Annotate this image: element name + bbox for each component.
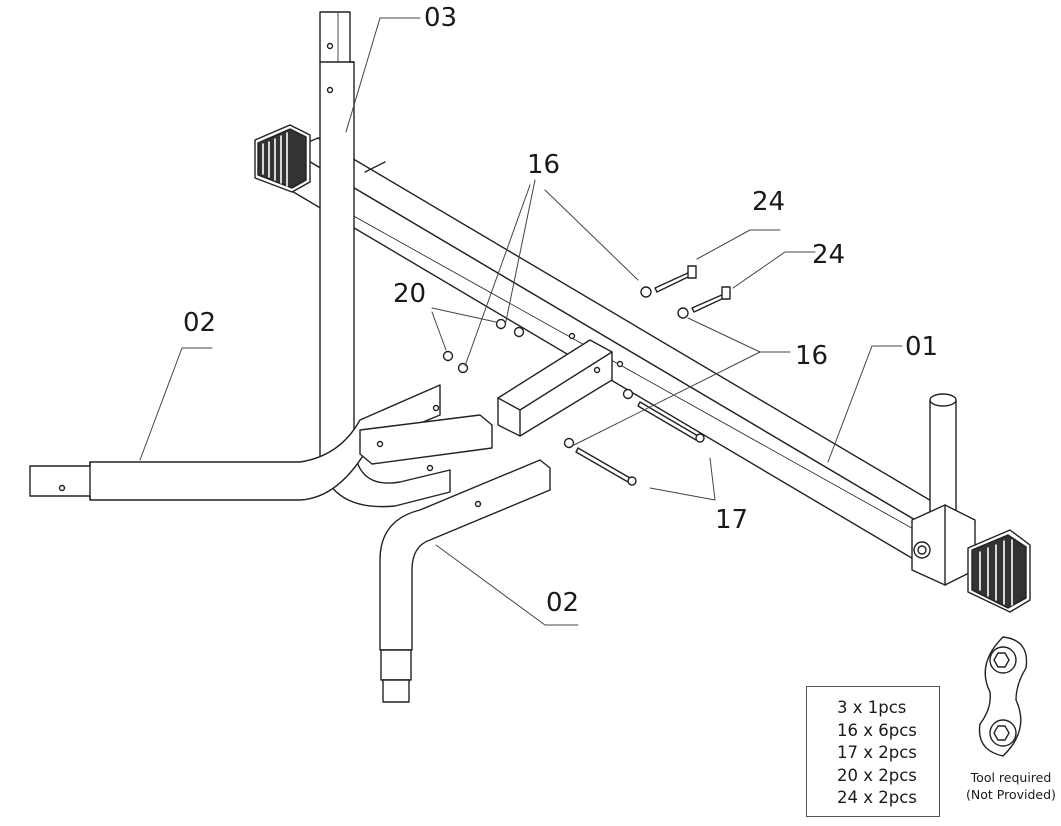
label-part-24-lower: 24	[812, 240, 845, 270]
leader-03	[345, 17, 421, 133]
bolt-17-upper	[622, 388, 705, 443]
leader-16-top-c	[544, 189, 639, 281]
rear-foot-cap	[254, 124, 311, 193]
bolt-24-lower	[677, 286, 731, 319]
label-part-02-left: 02	[183, 308, 216, 338]
leader-16-right-a	[687, 317, 791, 353]
front-post	[911, 393, 976, 586]
bolt-24-upper	[640, 265, 697, 298]
label-part-01: 01	[905, 332, 938, 362]
parts-list-row: 16 x 6pcs	[837, 720, 917, 740]
center-bracket-block	[497, 332, 624, 437]
tool-caption: Tool required (Not Provided)	[956, 769, 1061, 803]
leader-17-b	[649, 487, 716, 501]
parts-list-row: 20 x 2pcs	[837, 765, 917, 785]
leader-20-b	[431, 307, 497, 323]
leader-lines	[139, 17, 903, 626]
cross-bracket	[359, 414, 493, 472]
tool-caption-line1: Tool required	[970, 770, 1052, 785]
leader-16-top-b	[464, 184, 531, 367]
bottom-leg-tube-02	[379, 459, 551, 703]
label-part-24-upper: 24	[752, 187, 785, 217]
leader-02-left	[139, 347, 213, 461]
washer-nut-16-left	[442, 318, 525, 374]
front-foot-cap	[967, 529, 1031, 613]
parts-list-row: 3 x 1pcs	[837, 698, 907, 717]
bolt-17-lower	[563, 437, 637, 486]
parts-list-row: 17 x 2pcs	[837, 743, 917, 762]
tool-caption-line2: (Not Provided)	[966, 787, 1056, 802]
label-part-20: 20	[393, 279, 426, 309]
leader-16-right-b	[573, 351, 761, 446]
leader-02-bottom	[435, 544, 579, 626]
leader-17-a	[709, 457, 716, 501]
leader-01	[827, 345, 903, 463]
label-part-02-bottom: 02	[546, 588, 579, 618]
label-part-16-right: 16	[795, 341, 828, 371]
parts-list-row: 24 x 2pcs	[837, 788, 917, 807]
label-part-17: 17	[715, 505, 748, 535]
leader-20-a	[431, 311, 447, 351]
parts-list-box: 3 x 1pcs 16 x 6pcs 17 x 2pcs 20 x 2pcs 2…	[806, 686, 940, 817]
leader-16-top-a	[504, 179, 536, 327]
leader-24-upper	[696, 229, 781, 260]
leader-24-lower	[732, 251, 816, 289]
label-part-16-top: 16	[527, 150, 560, 180]
label-part-03: 03	[424, 3, 457, 33]
wrench-icon	[978, 636, 1028, 757]
